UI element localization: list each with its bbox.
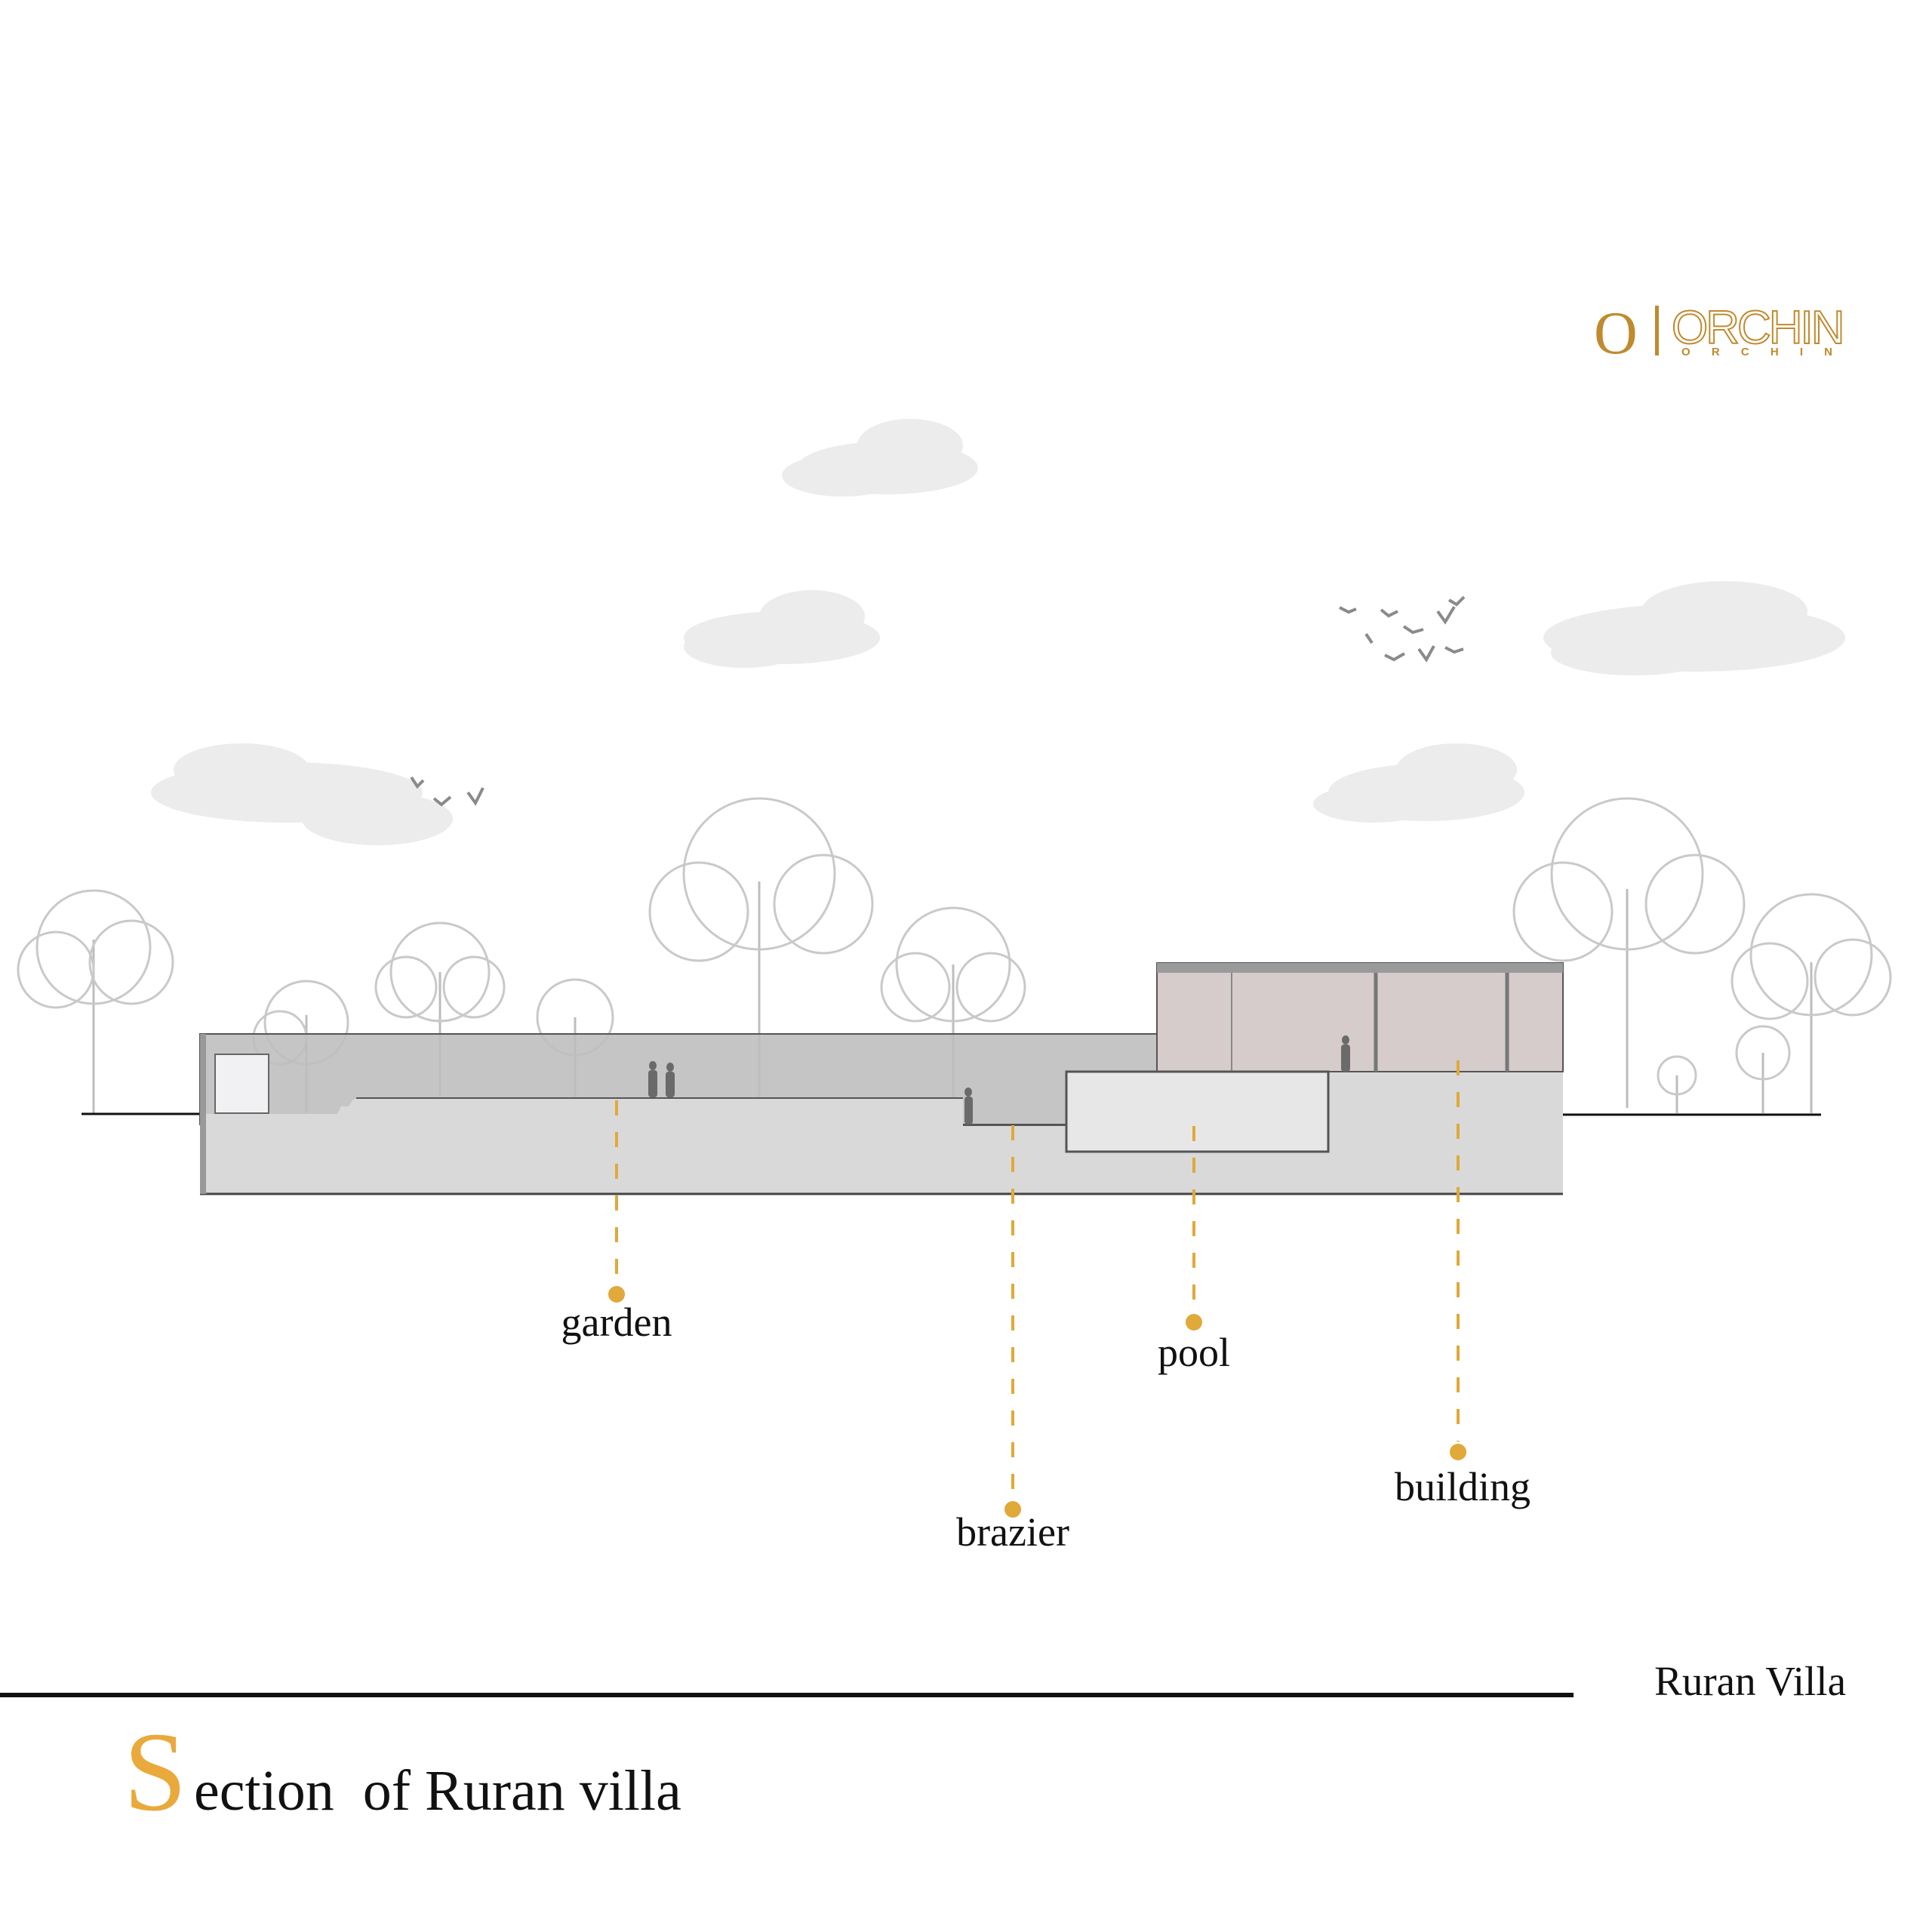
marker-dot <box>608 1286 625 1303</box>
pool <box>1065 1070 1330 1153</box>
section-title: ection of Ruran villa <box>194 1759 681 1823</box>
leader-pool: pool <box>1158 1126 1230 1375</box>
label-garden: garden <box>561 1300 672 1345</box>
tree <box>1730 893 1892 1113</box>
marker-dot <box>1450 1444 1466 1460</box>
tree <box>17 889 174 1113</box>
tree <box>648 797 874 1100</box>
cloud <box>151 743 453 845</box>
door <box>214 1054 269 1114</box>
building-roof <box>1157 963 1563 973</box>
orchin-logo: O ORCHIN O R C H I N <box>1594 300 1846 367</box>
building <box>1156 962 1564 1072</box>
logo-name: ORCHIN <box>1672 302 1843 354</box>
leader-building: building <box>1395 1060 1531 1509</box>
label-pool: pool <box>1158 1330 1230 1375</box>
leader-brazier: brazier <box>956 1125 1069 1555</box>
cloud <box>1313 743 1524 823</box>
label-brazier: brazier <box>956 1509 1069 1555</box>
leader-garden: garden <box>561 1100 672 1345</box>
villa-section <box>199 962 1564 1195</box>
logo-subname: O R C H I N <box>1681 346 1841 358</box>
project-name: Ruran Villa <box>1654 1658 1846 1704</box>
birds <box>410 595 1466 807</box>
label-building: building <box>1395 1464 1531 1509</box>
wall-end <box>200 1034 206 1194</box>
tree <box>1735 1025 1791 1113</box>
tree <box>1512 797 1746 1108</box>
tree <box>1657 1055 1697 1113</box>
marker-dot <box>1004 1501 1021 1518</box>
cloud <box>782 419 978 497</box>
cloud <box>684 590 880 668</box>
cloud <box>1543 581 1845 675</box>
title-initial: S <box>124 1709 186 1835</box>
logo-mark: O <box>1594 300 1638 367</box>
people <box>648 1035 1350 1124</box>
logo-divider <box>1655 306 1659 355</box>
marker-dot <box>1186 1314 1202 1331</box>
